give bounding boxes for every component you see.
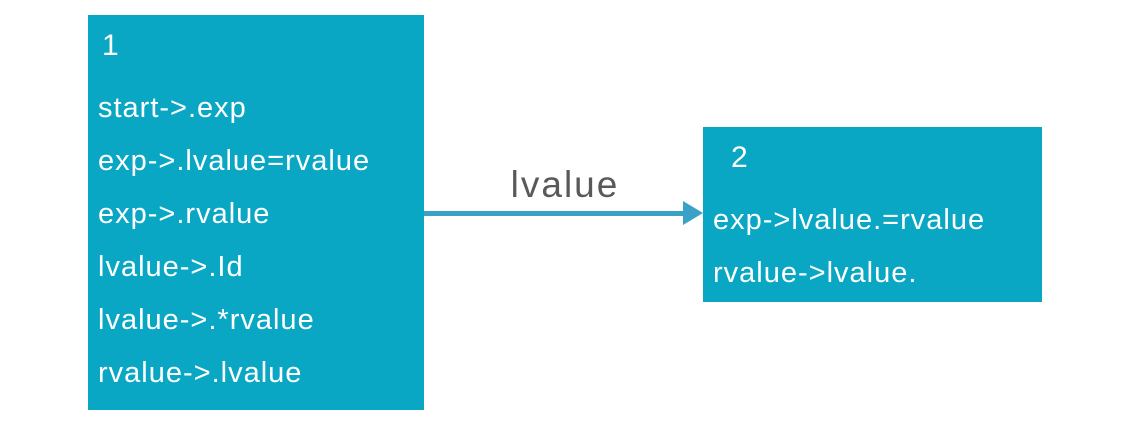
grammar-item: lvalue->.*rvalue — [98, 304, 315, 336]
state-2-number: 2 — [731, 141, 749, 174]
state-box-1: 1 start->.exp exp->.lvalue=rvalue exp->.… — [88, 15, 424, 410]
state-box-2: 2 exp->lvalue.=rvalue rvalue->lvalue. — [703, 127, 1042, 302]
state-1-items: start->.exp exp->.lvalue=rvalue exp->.rv… — [88, 82, 424, 400]
transition-arrowhead-icon — [683, 201, 703, 225]
grammar-item: exp->.lvalue=rvalue — [98, 145, 371, 177]
grammar-item: start->.exp — [98, 92, 247, 124]
grammar-item: exp->lvalue.=rvalue — [713, 204, 986, 236]
state-2-items: exp->lvalue.=rvalue rvalue->lvalue. — [703, 194, 1042, 300]
grammar-item: rvalue->.lvalue — [98, 357, 303, 389]
grammar-item: lvalue->.Id — [98, 251, 244, 283]
grammar-item: exp->.rvalue — [98, 198, 271, 230]
grammar-item: rvalue->lvalue. — [713, 257, 918, 289]
transition-arrow-line — [424, 211, 687, 216]
transition-label: lvalue — [510, 164, 620, 205]
state-1-number: 1 — [102, 29, 120, 62]
